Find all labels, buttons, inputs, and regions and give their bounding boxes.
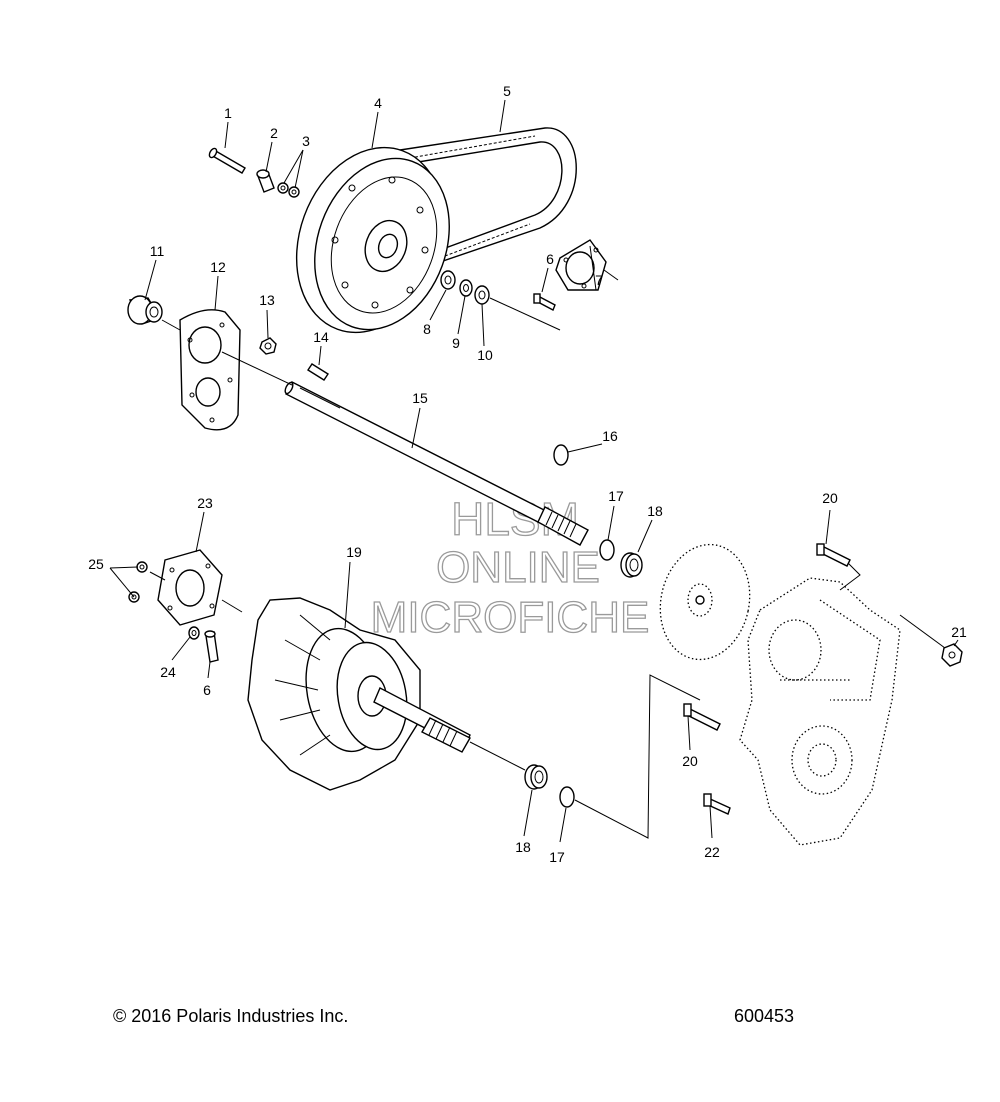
part-2-spacer[interactable] <box>256 169 275 193</box>
callout-numbers: 1 2 3 4 5 6 7 8 9 10 11 12 13 14 15 16 1… <box>88 83 967 865</box>
assembly-line-7 <box>489 297 561 331</box>
callout-16: 16 <box>602 428 618 444</box>
assembly-line-12 <box>221 351 293 386</box>
watermark-line3: MICROFICHE <box>371 593 650 642</box>
callout-11: 11 <box>150 243 165 259</box>
part-24-washer[interactable] <box>188 626 200 640</box>
part-18-seal-lower[interactable] <box>524 764 548 790</box>
part-17-ring-lower[interactable] <box>559 786 575 808</box>
callout-3: 3 <box>302 133 310 149</box>
callout-13: 13 <box>259 292 275 308</box>
callout-4: 4 <box>374 95 382 111</box>
figure-number: 600453 <box>734 1006 795 1026</box>
part-6-bolt-upper[interactable] <box>533 293 556 311</box>
part-1-bolt[interactable] <box>208 147 246 174</box>
part-18-seal-upper[interactable] <box>620 552 643 578</box>
callout-17-lower: 17 <box>549 849 565 865</box>
callout-18-upper: 18 <box>647 503 663 519</box>
callout-leaders <box>109 99 959 843</box>
part-3-washers[interactable] <box>277 182 300 198</box>
callout-6-upper: 6 <box>546 251 554 267</box>
part-19-drive-sprocket-shaft[interactable] <box>247 597 471 791</box>
part-21-flange-nut[interactable] <box>941 643 963 667</box>
callout-20-lower: 20 <box>682 753 698 769</box>
part-10-washer[interactable] <box>474 285 490 305</box>
callout-18-lower: 18 <box>515 839 531 855</box>
part-12-bearing-plate[interactable] <box>179 309 241 431</box>
brake-disc[interactable] <box>650 536 760 668</box>
callout-9: 9 <box>452 335 460 351</box>
callout-22: 22 <box>704 844 720 860</box>
assembly-line-7b <box>603 269 619 281</box>
assembly-line-25 <box>149 571 166 581</box>
callout-24: 24 <box>160 664 176 680</box>
part-9-washer[interactable] <box>459 279 473 297</box>
copyright-text: © 2016 Polaris Industries Inc. <box>113 1006 349 1026</box>
callout-5: 5 <box>503 83 511 99</box>
assembly-line-21 <box>899 614 946 649</box>
callout-23: 23 <box>197 495 213 511</box>
part-7-bearing-flange[interactable] <box>555 239 607 291</box>
callout-8: 8 <box>423 321 431 337</box>
part-15-drive-shaft[interactable] <box>284 381 589 546</box>
callout-15: 15 <box>412 390 428 406</box>
callout-12: 12 <box>210 259 226 275</box>
assembly-line-17 <box>574 674 701 839</box>
callout-25: 25 <box>88 556 104 572</box>
callout-6-lower: 6 <box>203 682 211 698</box>
assembly-line-19 <box>469 741 526 771</box>
callout-7: 7 <box>595 272 603 288</box>
part-17-ring-upper[interactable] <box>599 539 615 561</box>
part-23-bearing-flange[interactable] <box>157 549 223 626</box>
part-4-driven-clutch[interactable] <box>272 127 473 353</box>
watermark-line2: ONLINE <box>436 543 600 592</box>
callout-21: 21 <box>951 624 967 640</box>
callout-20-upper: 20 <box>822 490 838 506</box>
chaincase-housing[interactable] <box>739 577 901 846</box>
part-22-bolt[interactable] <box>703 793 731 815</box>
part-6-bolt-lower[interactable] <box>204 630 219 663</box>
assembly-line-20 <box>839 562 861 591</box>
part-8-washer[interactable] <box>440 270 456 290</box>
callout-2: 2 <box>270 125 278 141</box>
assembly-line-11 <box>161 319 181 331</box>
callout-10: 10 <box>477 347 493 363</box>
callout-17-upper: 17 <box>608 488 624 504</box>
callout-1: 1 <box>224 105 232 121</box>
callout-14: 14 <box>313 329 329 345</box>
part-13-nut[interactable] <box>259 337 277 355</box>
part-16-o-ring[interactable] <box>553 444 569 466</box>
watermark: HLSM ONLINE MICROFICHE <box>370 492 650 642</box>
part-25-nuts[interactable] <box>128 561 148 603</box>
callout-19: 19 <box>346 544 362 560</box>
part-20-bolt-lower[interactable] <box>683 703 721 731</box>
part-20-bolt-upper[interactable] <box>816 543 851 567</box>
part-11-bearing[interactable] <box>127 295 163 325</box>
assembly-line-23 <box>221 599 243 613</box>
part-14-key[interactable] <box>307 363 329 381</box>
